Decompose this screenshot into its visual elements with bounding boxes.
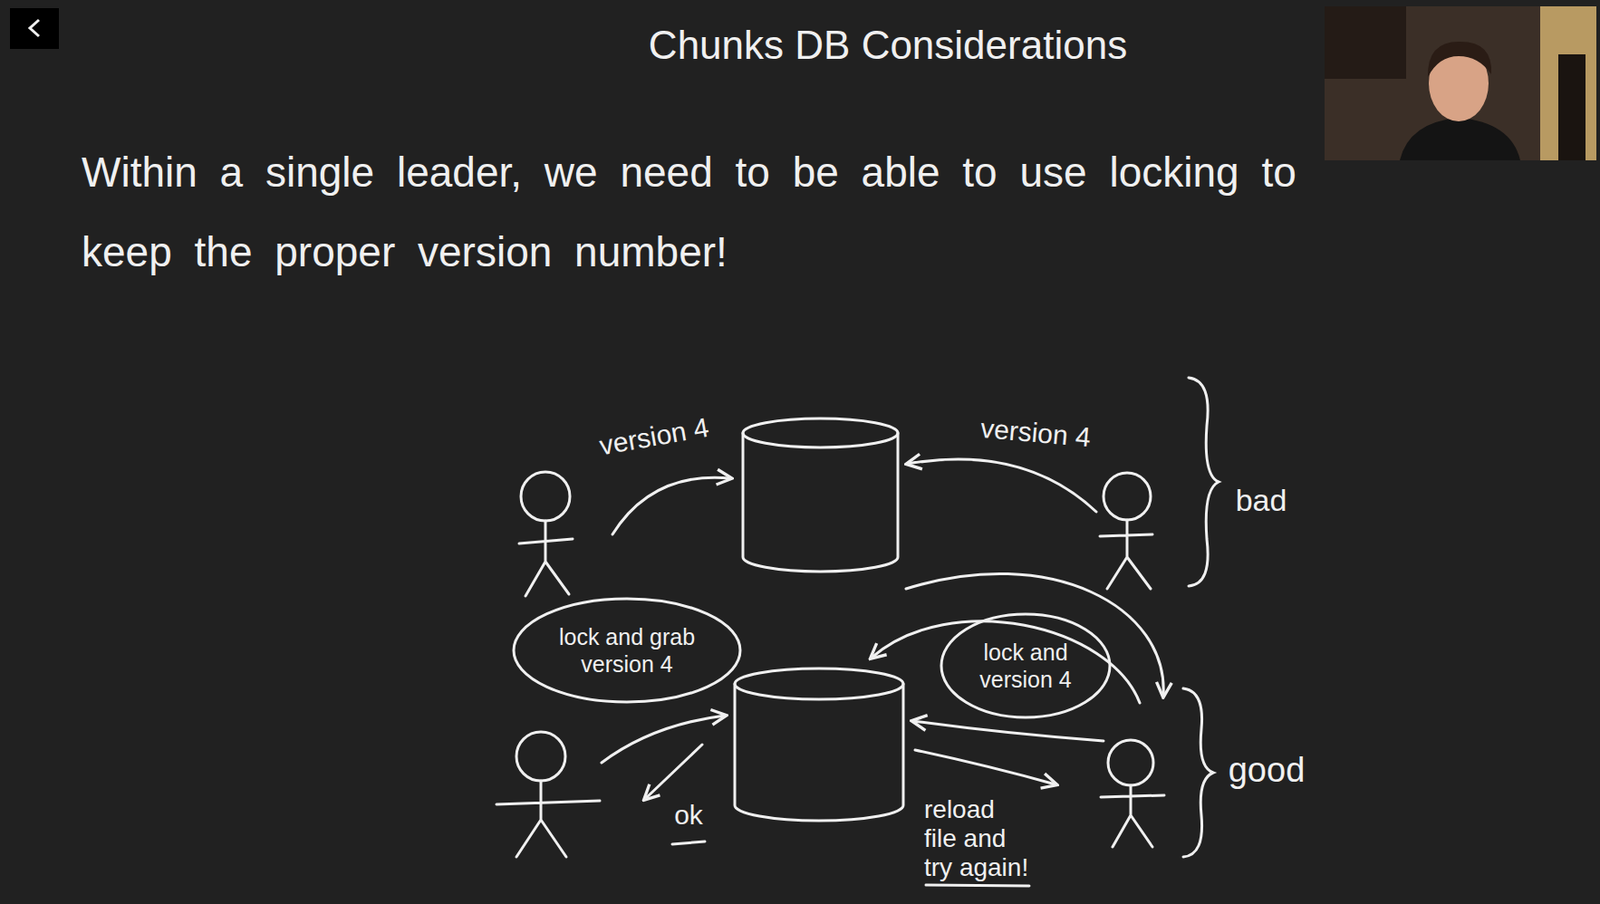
webcam-silhouette: [1558, 54, 1586, 161]
webcam-shirt: [1399, 117, 1521, 161]
arrow: [645, 744, 703, 800]
arrow-label: version 4: [597, 412, 712, 463]
arrow: [907, 459, 1097, 512]
ellipse-outline: [939, 612, 1112, 720]
speech-ellipse: lock and grab version 4: [511, 597, 743, 704]
underline: [925, 885, 1030, 887]
webcam-window: [1540, 6, 1597, 161]
node-text: lock and grab version 4: [549, 623, 705, 678]
arrow-label: version 4: [979, 413, 1092, 454]
arrow: [612, 477, 731, 535]
arrow: [915, 750, 1056, 785]
stick-figure-head: [1108, 740, 1154, 786]
slide-text: Within a single leader, we need to be ab…: [81, 132, 1350, 292]
stick-figure-body: [519, 520, 573, 597]
database-top: [734, 668, 904, 700]
arrow-label: reload file and try again!: [924, 795, 1033, 883]
stick-figure-head: [1103, 472, 1151, 521]
speech-ellipse: lock and version 4: [939, 612, 1112, 720]
ellipse-outline: [511, 597, 743, 704]
stick-figure-head: [520, 472, 570, 521]
database-body: [734, 684, 904, 821]
webcam-hair: [1427, 41, 1492, 78]
webcam-cabinet: [1324, 6, 1407, 79]
ellipse-outline: [513, 598, 741, 703]
curly-bracket: [1188, 377, 1219, 587]
slide-title: Chunks DB Considerations: [648, 22, 1128, 68]
arrow: [913, 721, 1104, 742]
back-button: [9, 8, 59, 49]
webcam-frame: [1324, 6, 1597, 161]
bracket-label: bad: [1235, 482, 1288, 519]
stick-figure-head: [516, 732, 566, 781]
stick-figure-body: [1099, 520, 1153, 589]
bracket-label: good: [1228, 751, 1306, 791]
database-body: [742, 433, 898, 572]
database-top: [742, 418, 898, 448]
ellipse-outline: [941, 614, 1110, 718]
back-chevron: [29, 19, 39, 37]
curly-bracket: [1183, 688, 1214, 858]
arrow-label: ok: [674, 800, 704, 831]
node-text: lock and version 4: [969, 638, 1083, 694]
stick-figure-body: [1100, 785, 1165, 848]
arrow: [601, 715, 725, 763]
underline: [672, 841, 705, 845]
stick-figure-body: [496, 780, 600, 858]
